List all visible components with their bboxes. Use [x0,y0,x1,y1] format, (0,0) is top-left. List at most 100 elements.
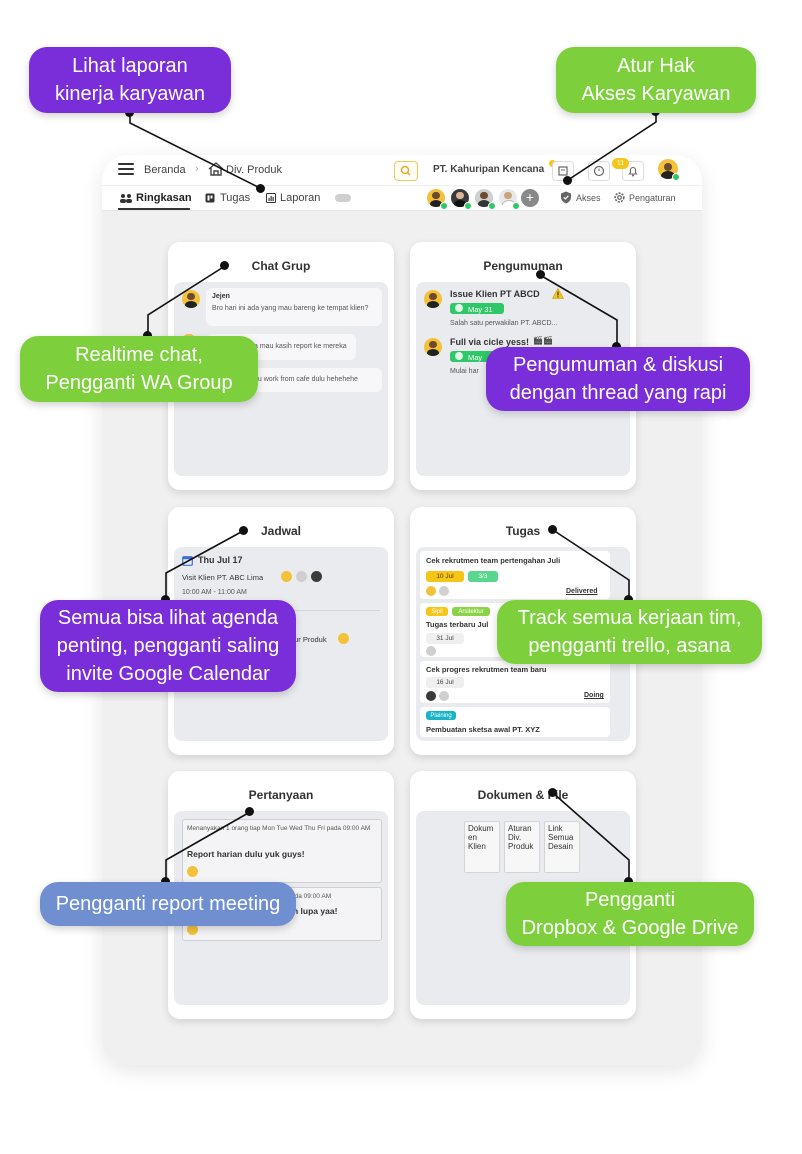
card-title: Jadwal [260,524,302,538]
clock-button[interactable] [588,161,610,181]
menu-icon[interactable] [118,163,134,176]
card-title: Pertanyaan [248,788,314,802]
task-title: Cek progres rekrutmen team baru [426,665,547,674]
due-date-badge: 16 Jul [426,677,464,688]
due-date-badge: 10 Jul [426,571,464,582]
due-date-badge: 31 Jul [426,633,464,644]
connector-pin [612,342,621,351]
tab-row: Ringkasan Tugas Laporan + [102,185,702,211]
announcement-title[interactable]: Full via cicle yess! [450,337,530,347]
connector-pin [624,595,633,604]
callout-laporan: Lihat laporan kinerja karyawan [29,47,231,113]
task-title: Cek rekrutmen team pertengahan Juli [426,556,561,565]
connector-pin [220,261,229,270]
message-text: Bro hari ini ada yang mau bareng ke temp… [212,305,369,312]
author-avatar [424,338,442,356]
question-meta: Menanyakan 1 orang tiap Mon Tue Wed Thu … [187,825,371,832]
respondent-avatar [187,924,198,935]
question-text: Report harian dulu yuk guys! [187,849,305,859]
connector-pin [239,526,248,535]
document-item[interactable]: Dokum en Klien [464,821,500,873]
tab-laporan[interactable]: Laporan [280,192,321,204]
announcement-title[interactable]: Issue Klien PT ABCD [450,289,540,299]
add-member-button[interactable]: + [521,189,539,207]
chat-message: Jejen Bro hari ini ada yang mau bareng k… [206,288,382,326]
label-badge: Plaining [426,711,456,720]
connector-pin [563,176,572,185]
card-title: Tugas [505,524,541,538]
connector-pin [548,788,557,797]
event-title[interactable]: tur Produk [292,635,327,644]
task-card[interactable]: Cek progres rekrutmen team baru 16 Jul D… [420,661,610,703]
task-status[interactable]: Doing [584,692,604,699]
card-title: Pengumuman [483,259,563,273]
settings-link[interactable]: Pengaturan [629,193,676,203]
clapperboard-icon: 🎬🎬 [533,336,553,345]
task-card[interactable]: Cek rekrutmen team pertengahan Juli 10 J… [420,551,610,599]
callout-pertanyaan: Pengganti report meeting [40,882,296,926]
message-text: a mau kasih report ke mereka [254,343,347,350]
task-title: Tugas terbaru Jul [426,620,489,629]
clock-icon [593,165,605,177]
label-badge: Sipil [426,607,448,616]
document-item[interactable]: Aturan Div. Produk [504,821,540,873]
team-icon [120,194,132,203]
callout-jadwal: Semua bisa lihat agenda penting, penggan… [40,600,296,692]
building-switch-icon [558,166,568,176]
sender-avatar [182,290,200,308]
document-item[interactable]: Link Semua Desain [544,821,580,873]
calendar-icon [182,556,193,566]
search-button[interactable] [394,161,418,181]
bell-icon [628,166,638,177]
board-icon [205,193,215,203]
active-tab-indicator [118,208,190,210]
access-link[interactable]: Akses [576,193,601,203]
chat-panel: Jejen Bro hari ini ada yang mau bareng k… [174,282,388,476]
connector-pin [548,525,557,534]
building-icon [208,162,224,176]
assignee-avatar [426,646,436,656]
announcement-snippet: Salah satu perwakilan PT. ABCD... [450,320,558,327]
callout-dokumen: Pengganti Dropbox & Google Drive [506,882,754,946]
connector-pin [256,184,265,193]
tab-tugas[interactable]: Tugas [220,192,251,204]
notification-count-badge: 11 [612,158,629,169]
shield-icon [561,191,571,204]
assignee-avatar [439,586,449,596]
attendee-avatar [296,571,307,582]
question-text: n lupa yaa! [293,906,338,916]
announcement-snippet: Mulai har [450,368,479,375]
callout-chat: Realtime chat, Pengganti WA Group [20,336,258,402]
tab-ringkasan[interactable]: Ringkasan [136,192,192,204]
question-item[interactable]: Menanyakan 1 orang tiap Mon Tue Wed Thu … [182,819,382,883]
online-indicator [488,202,496,210]
connector-pin [161,877,170,886]
attendee-avatar [311,571,322,582]
author-avatar [424,290,442,308]
label-badge: Arsitektur [452,607,490,616]
online-indicator [440,202,448,210]
connector-pin [161,595,170,604]
breadcrumb-separator: › [195,163,199,175]
assignee-avatar [439,691,449,701]
date-badge: May 31 [450,303,504,314]
schedule-day: Thu Jul 17 [198,555,243,565]
sender-name: Jejen [212,293,230,300]
report-icon [266,193,276,203]
breadcrumb-home[interactable]: Beranda [144,164,186,176]
search-icon [400,165,411,176]
task-card[interactable]: Plaining Pembuatan sketsa awal PT. XYZ [420,707,610,737]
event-title[interactable]: Visit Klien PT. ABC Lima [182,573,264,582]
more-tabs-icon[interactable] [335,194,351,202]
top-bar: Beranda › Div. Produk PT. Kahuripan Kenc… [102,155,702,211]
attendee-avatar [338,633,349,644]
connector-pin [143,331,152,340]
question-meta: ada 09:00 AM [291,893,332,900]
header-row: Beranda › Div. Produk PT. Kahuripan Kenc… [102,155,702,185]
breadcrumb-division[interactable]: Div. Produk [226,164,283,176]
company-name: PT. Kahuripan Kencana [433,164,545,175]
task-status[interactable]: Delivered [566,588,598,595]
checklist-badge: 3/3 [468,571,498,582]
connector-pin [624,877,633,886]
